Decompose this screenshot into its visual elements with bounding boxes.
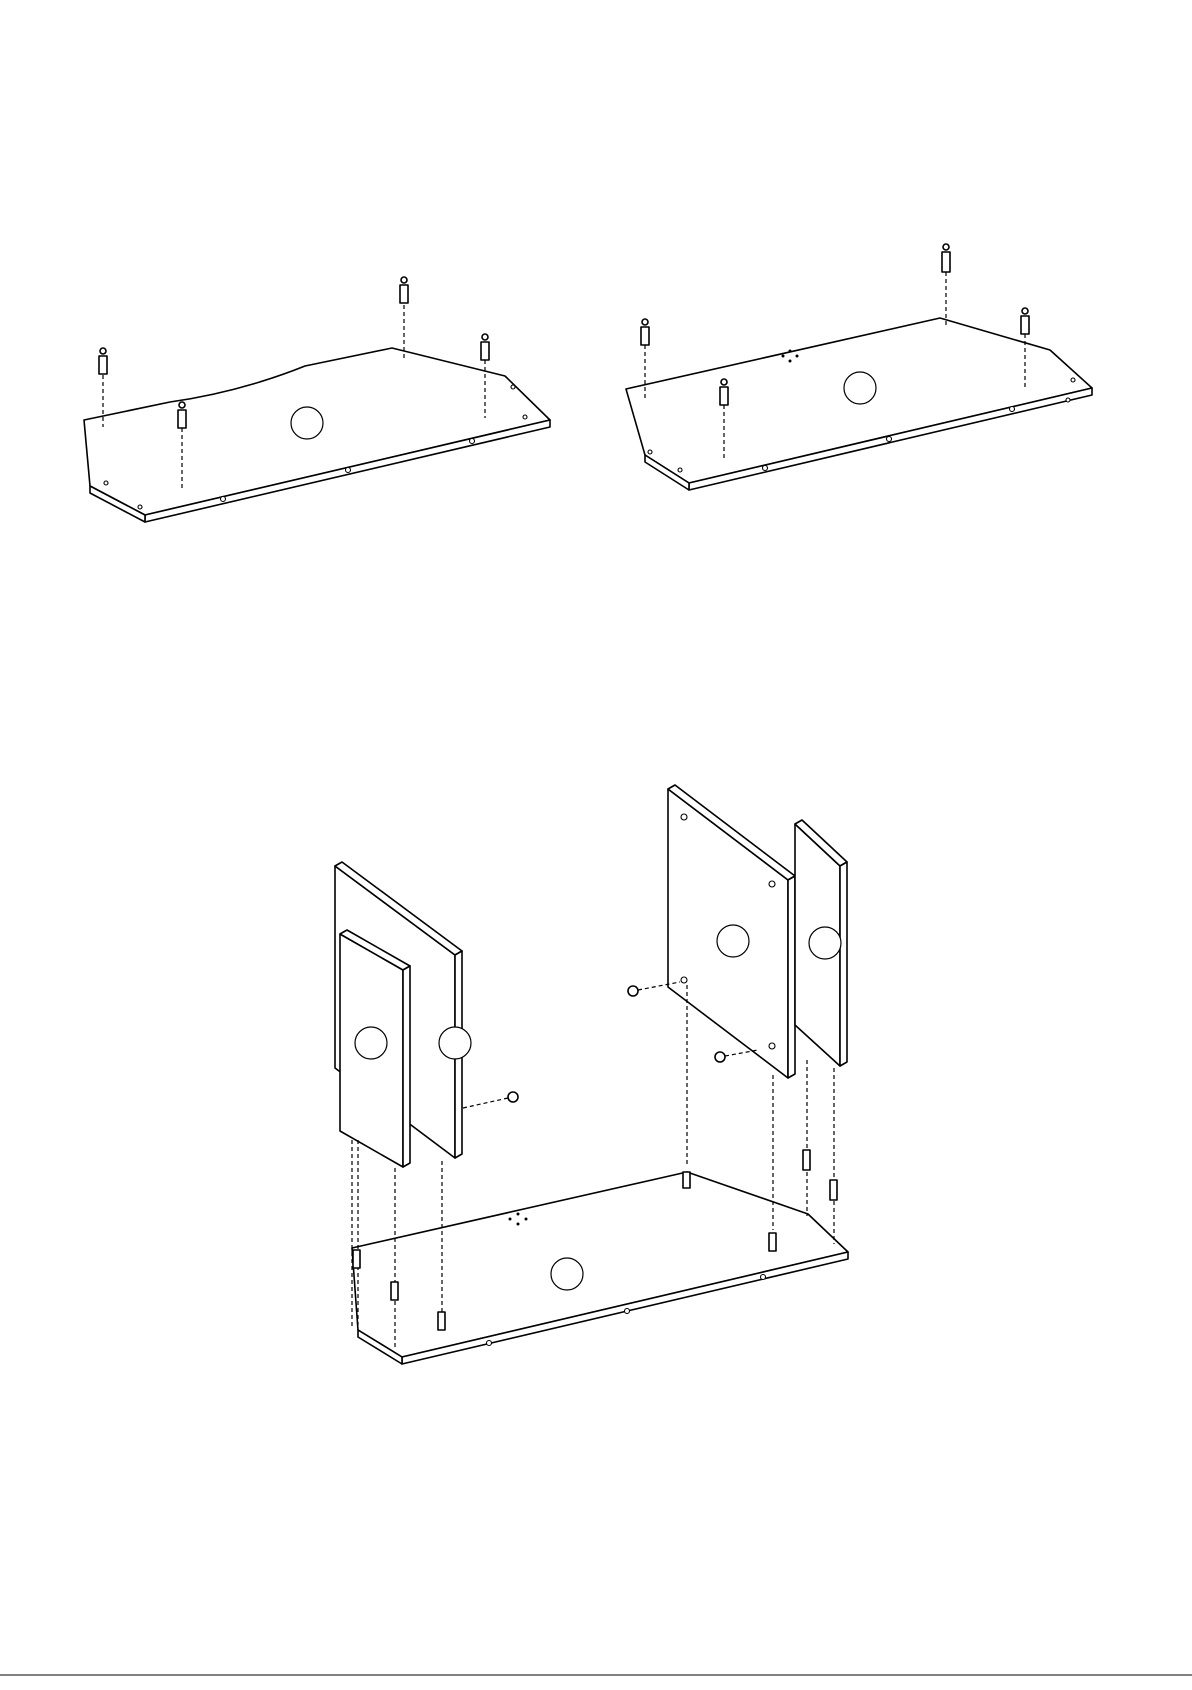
top-right-part-label (844, 372, 876, 404)
right-center-part-label (717, 925, 749, 957)
top-left-panel (84, 277, 550, 522)
bottom-assembly (335, 785, 848, 1364)
base-panel-face (352, 1172, 848, 1357)
right-side-part-label (809, 927, 841, 959)
left-front-part-label (355, 1027, 387, 1059)
top-left-part-label (291, 407, 323, 439)
top-right-panel (626, 244, 1092, 490)
left-rear-part-label (439, 1027, 471, 1059)
base-part-label (551, 1258, 583, 1290)
